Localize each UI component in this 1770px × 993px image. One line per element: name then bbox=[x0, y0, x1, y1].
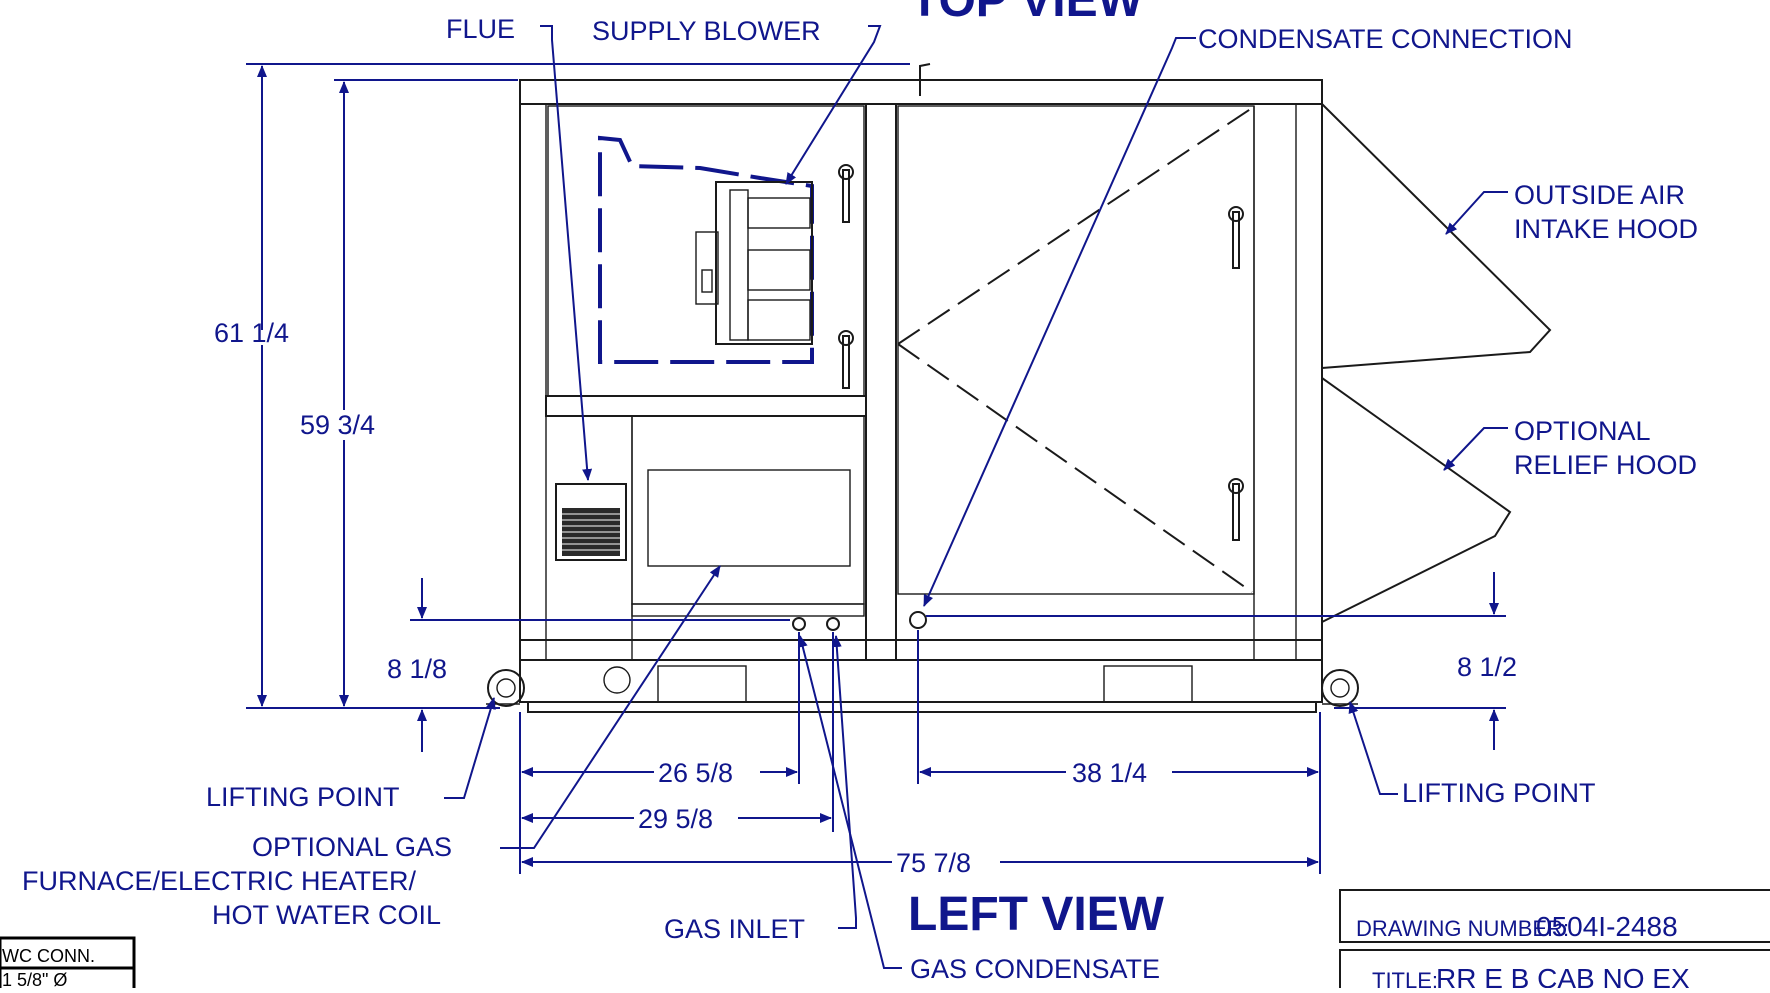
gas-furnace-label-1: OPTIONAL GAS bbox=[252, 832, 452, 862]
flue-box bbox=[555, 483, 627, 561]
dimension-lines bbox=[246, 63, 1506, 874]
flue-label: FLUE bbox=[446, 14, 515, 44]
supply-blower-label: SUPPLY BLOWER bbox=[592, 16, 821, 46]
gas-furnace-label-3: HOT WATER COIL bbox=[212, 900, 441, 930]
dim-overall-width: 75 7/8 bbox=[896, 848, 971, 878]
connection-table: WC CONN. 1 5/8" Ø bbox=[0, 936, 136, 992]
condensate-connection-label: CONDENSATE CONNECTION bbox=[1198, 24, 1573, 54]
relief-hood-label-1: OPTIONAL bbox=[1514, 416, 1651, 446]
door-handles bbox=[838, 164, 1244, 541]
left-view-title: LEFT VIEW bbox=[908, 888, 1165, 941]
top-view-title: TOP VIEW bbox=[910, 0, 1144, 27]
unit-cabinet bbox=[486, 63, 1552, 713]
lifting-point-right-label: LIFTING POINT bbox=[1402, 778, 1596, 808]
table-header: WC CONN. bbox=[2, 946, 95, 966]
blower-assembly bbox=[598, 135, 814, 364]
drawing-number-label: DRAWING NUMBER: bbox=[1356, 916, 1569, 941]
dim-left-low: 8 1/8 bbox=[387, 654, 447, 684]
intake-hoods bbox=[1321, 103, 1552, 623]
outside-air-label-2: INTAKE HOOD bbox=[1514, 214, 1698, 244]
gas-furnace-label-2: FURNACE/ELECTRIC HEATER/ bbox=[22, 866, 417, 896]
outside-air-label-1: OUTSIDE AIR bbox=[1514, 180, 1685, 210]
drawing-number-value: 0504I-2488 bbox=[1536, 911, 1678, 942]
title-value: RR E B CAB NO EX bbox=[1436, 963, 1690, 988]
lifting-point-left-label: LIFTING POINT bbox=[206, 782, 400, 812]
dim-height-inner: 59 3/4 bbox=[300, 410, 375, 440]
gas-condensate-label: GAS CONDENSATE bbox=[910, 954, 1160, 984]
dim-height-overall: 61 1/4 bbox=[214, 318, 289, 348]
title-label: TITLE: bbox=[1372, 968, 1438, 988]
dim-gas-inlet: 26 5/8 bbox=[658, 758, 733, 788]
dim-right-low: 8 1/2 bbox=[1457, 652, 1517, 682]
dim-gas-condensate: 29 5/8 bbox=[638, 804, 713, 834]
table-row: 1 5/8" Ø bbox=[2, 970, 67, 988]
relief-hood-label-2: RELIEF HOOD bbox=[1514, 450, 1697, 480]
title-block: DRAWING NUMBER: 0504I-2488 TITLE: RR E B… bbox=[1339, 889, 1770, 993]
dim-condensate: 38 1/4 bbox=[1072, 758, 1147, 788]
gas-inlet-label: GAS INLET bbox=[664, 914, 805, 944]
leader-lines bbox=[444, 25, 1508, 969]
